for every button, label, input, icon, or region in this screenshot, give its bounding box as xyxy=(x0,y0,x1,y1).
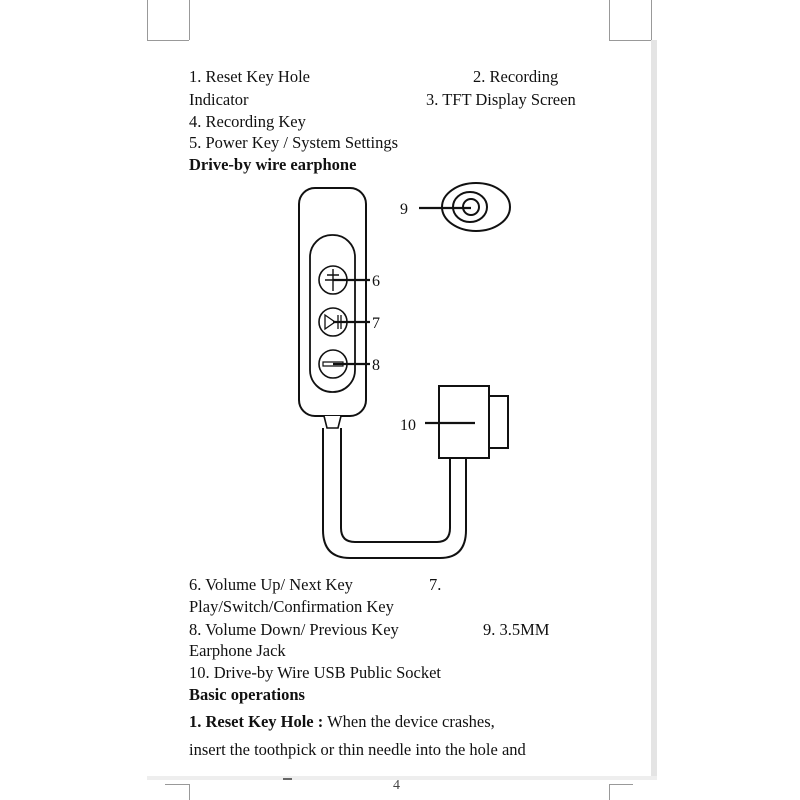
legend-line-10: 10. Drive-by Wire USB Public Socket xyxy=(189,663,442,682)
page-shadow-bottom xyxy=(147,776,657,780)
page-shadow-right xyxy=(651,40,657,780)
remote-strain-relief xyxy=(323,415,342,429)
legend-line-9: Earphone Jack xyxy=(189,641,286,660)
crop-mark-top-right-h xyxy=(609,40,651,41)
crop-mark-top-right-v xyxy=(609,0,610,40)
crop-mark-right-edge xyxy=(651,0,652,40)
callout-label-10: 10 xyxy=(400,417,416,434)
reset-title: 1. Reset Key Hole : xyxy=(189,712,324,731)
callout-label-7: 7 xyxy=(372,315,380,332)
legend-line-2-right: 3. TFT Display Screen xyxy=(426,90,576,109)
usb-plug-tip xyxy=(488,395,509,449)
crop-mark-bottom-left-h xyxy=(165,784,189,785)
callout-label-9: 9 xyxy=(400,201,408,218)
legend-line-7: Play/Switch/Confirmation Key xyxy=(189,597,394,616)
legend-line-6: 6. Volume Up/ Next Key xyxy=(189,575,353,594)
legend-line-3: 4. Recording Key xyxy=(189,112,306,131)
legend-line-2: Indicator xyxy=(189,90,249,109)
legend-line-1-right: 2. Recording xyxy=(473,67,559,86)
crop-mark-bottom-right-v xyxy=(609,784,610,800)
legend-line-4: 5. Power Key / System Settings xyxy=(189,133,398,152)
legend-line-9-num: 9. 3.5MM xyxy=(483,620,550,639)
legend-line-1: 1. Reset Key Hole xyxy=(189,67,310,86)
crop-mark-bottom-right-h xyxy=(609,784,633,785)
earphone-cable xyxy=(322,428,467,559)
section-title-basic-operations: Basic operations xyxy=(189,685,305,704)
footer-dash xyxy=(283,778,292,780)
callout-label-8: 8 xyxy=(372,357,380,374)
callout-label-6: 6 xyxy=(372,273,380,290)
minus-icon xyxy=(322,361,344,367)
crop-mark-top-left-v xyxy=(189,0,190,40)
reset-paragraph-line-2: insert the toothpick or thin needle into… xyxy=(189,740,526,759)
legend-line-7-num: 7. xyxy=(429,575,442,594)
crop-mark-bottom-left-v xyxy=(189,784,190,800)
page-number: 4 xyxy=(393,778,400,793)
crop-mark-top-left-h xyxy=(147,40,189,41)
reset-paragraph-line-1: 1. Reset Key Hole : When the device cras… xyxy=(189,712,495,732)
legend-line-8: 8. Volume Down/ Previous Key xyxy=(189,620,399,639)
crop-mark-left-edge xyxy=(147,0,148,40)
section-title-earphone: Drive-by wire earphone xyxy=(189,155,357,174)
reset-text: When the device crashes, xyxy=(323,712,495,731)
earphone-cable-inner xyxy=(340,428,451,543)
